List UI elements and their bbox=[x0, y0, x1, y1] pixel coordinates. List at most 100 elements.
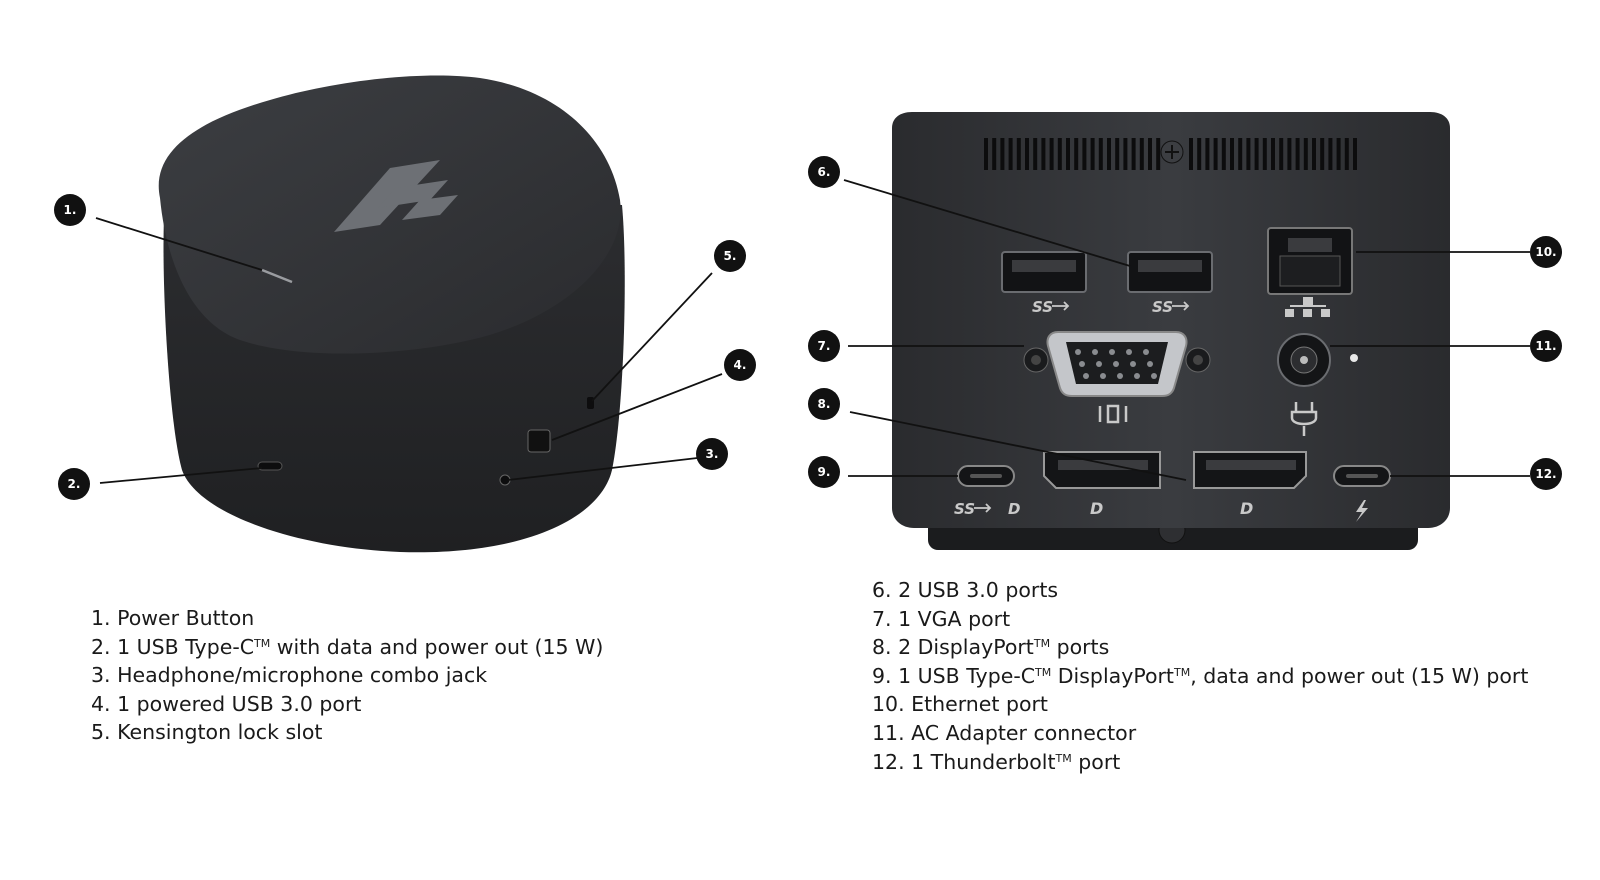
vent-slat bbox=[1262, 138, 1267, 170]
vent-slat bbox=[1107, 138, 1111, 170]
vent-slat bbox=[1238, 138, 1243, 170]
vent-slat bbox=[1139, 138, 1144, 170]
legend-item: 3. Headphone/microphone combo jack bbox=[91, 663, 488, 688]
usb-ss-icon: SS bbox=[1152, 298, 1173, 316]
vent-slat bbox=[1033, 138, 1038, 170]
svg-text:4.: 4. bbox=[734, 358, 747, 372]
callout-6: 6. bbox=[808, 156, 840, 188]
legend-left: 1. Power Button 2. 1 USB Type-CTM with d… bbox=[91, 604, 603, 747]
vga-pin bbox=[1147, 361, 1153, 367]
vent-slat bbox=[1156, 138, 1161, 170]
vga-port[interactable] bbox=[1023, 331, 1211, 397]
vent-slat bbox=[1279, 138, 1284, 170]
vga-pin bbox=[1151, 373, 1157, 379]
vent-slat bbox=[1090, 138, 1095, 170]
displayport-1[interactable] bbox=[1043, 451, 1161, 489]
ethernet-port[interactable] bbox=[1267, 227, 1353, 295]
vent-slat bbox=[1041, 138, 1046, 170]
vga-icon bbox=[1098, 404, 1128, 424]
usb-a-port-2[interactable] bbox=[1127, 251, 1213, 293]
callout-3: 3. bbox=[696, 438, 728, 470]
vga-pin bbox=[1117, 373, 1123, 379]
vent-slat bbox=[1016, 138, 1021, 170]
svg-text:7.: 7. bbox=[818, 339, 831, 353]
vent-slat bbox=[1148, 138, 1152, 170]
callout-1: 1. bbox=[54, 194, 86, 226]
vga-pin bbox=[1092, 349, 1098, 355]
displayport-icon: D bbox=[1008, 500, 1020, 518]
vent-slat bbox=[1312, 138, 1316, 170]
callout-4: 4. bbox=[724, 349, 756, 381]
vent-slat bbox=[1008, 138, 1013, 170]
legend-item: 6. 2 USB 3.0 ports bbox=[872, 578, 1059, 602]
ac-adapter-connector[interactable] bbox=[1277, 333, 1331, 387]
svg-text:10.: 10. bbox=[1535, 245, 1556, 259]
vent-slat bbox=[1246, 138, 1251, 170]
svg-text:6.: 6. bbox=[818, 165, 831, 179]
vent-slat bbox=[1115, 138, 1120, 170]
vent-slat bbox=[1197, 138, 1202, 170]
hp-logo-icon bbox=[334, 160, 458, 232]
vga-pin bbox=[1083, 373, 1089, 379]
callout-12: 12. bbox=[1530, 458, 1562, 490]
svg-text:9.: 9. bbox=[818, 465, 831, 479]
legend-item: 12. 1 ThunderboltTM port bbox=[872, 749, 1121, 774]
vent-slat bbox=[1287, 138, 1292, 170]
callout-markers: 1. 2. 3. 4. 5. 6. 7. 8. 9. 10. 11. 12. bbox=[54, 156, 1562, 500]
legend-item: 2. 1 USB Type-CTM with data and power ou… bbox=[91, 634, 604, 659]
vent-slat bbox=[1328, 138, 1333, 170]
displayport-icon: D bbox=[1240, 499, 1253, 518]
front-usb-c-port[interactable] bbox=[257, 461, 283, 471]
vent-grille bbox=[984, 138, 1357, 170]
thunderbolt-port[interactable] bbox=[1333, 465, 1391, 487]
vent-slat bbox=[1254, 138, 1259, 170]
vga-pin bbox=[1100, 373, 1106, 379]
callout-8: 8. bbox=[808, 388, 840, 420]
vent-slat bbox=[1221, 138, 1226, 170]
vent-slat bbox=[1271, 138, 1275, 170]
displayport-icon: D bbox=[1090, 499, 1103, 518]
vga-pin bbox=[1109, 349, 1115, 355]
vga-pin bbox=[1126, 349, 1132, 355]
vent-slat bbox=[1213, 138, 1218, 170]
svg-text:8.: 8. bbox=[818, 397, 831, 411]
vent-slat bbox=[1123, 138, 1128, 170]
vent-slat bbox=[1295, 138, 1300, 170]
power-plug-icon bbox=[1290, 402, 1318, 436]
vent-slat bbox=[992, 138, 997, 170]
svg-text:11.: 11. bbox=[1535, 339, 1556, 353]
displayport-2[interactable] bbox=[1193, 451, 1307, 489]
vent-slat bbox=[1303, 138, 1308, 170]
vent-slat bbox=[1320, 138, 1325, 170]
vent-slat bbox=[1066, 138, 1070, 170]
dock-back-view: SS SS bbox=[892, 112, 1450, 550]
power-button-indicator[interactable] bbox=[261, 268, 293, 284]
usb-ss-icon: SS bbox=[954, 500, 975, 518]
vga-pin bbox=[1130, 361, 1136, 367]
vent-slat bbox=[1082, 138, 1087, 170]
vent-slat bbox=[1336, 138, 1341, 170]
side-usb-port[interactable] bbox=[527, 429, 551, 453]
svg-text:12.: 12. bbox=[1535, 467, 1556, 481]
vent-slat bbox=[984, 138, 988, 170]
vga-pin bbox=[1143, 349, 1149, 355]
vent-slat bbox=[1000, 138, 1005, 170]
thunderbolt-icon bbox=[1356, 500, 1368, 522]
legend-item: 8. 2 DisplayPortTM ports bbox=[872, 635, 1110, 660]
vent-slat bbox=[1230, 138, 1234, 170]
vent-slat bbox=[1049, 138, 1054, 170]
vga-pin bbox=[1075, 349, 1081, 355]
vga-pin bbox=[1134, 373, 1140, 379]
legend-item: 10. Ethernet port bbox=[872, 692, 1048, 717]
callout-11: 11. bbox=[1530, 330, 1562, 362]
callout-7: 7. bbox=[808, 330, 840, 362]
vga-pin bbox=[1079, 361, 1085, 367]
callout-5: 5. bbox=[714, 240, 746, 272]
usb-a-port-1[interactable] bbox=[1001, 251, 1087, 293]
usb-c-displayport-port[interactable] bbox=[957, 465, 1015, 487]
vent-slat bbox=[1131, 138, 1136, 170]
vent-slat bbox=[1189, 138, 1193, 170]
legend-item: 11. AC Adapter connector bbox=[872, 720, 1137, 745]
callout-2: 2. bbox=[58, 468, 90, 500]
